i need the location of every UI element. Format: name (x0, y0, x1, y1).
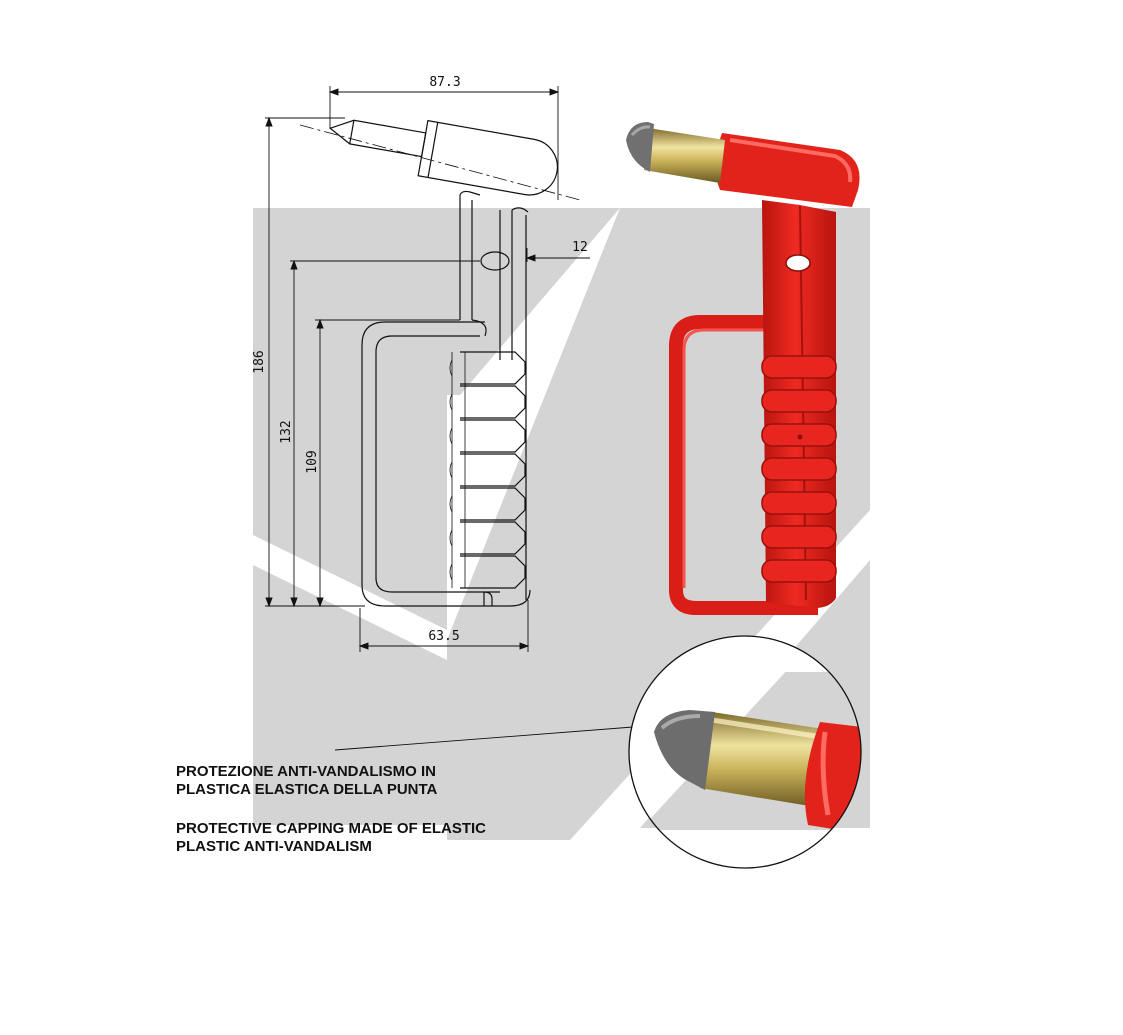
dim-pin-offset: 12 (572, 240, 588, 255)
technical-drawing (299, 119, 581, 607)
red-cap (715, 133, 860, 207)
caption-english: PROTECTIVE CAPPING MADE OF ELASTIC PLAST… (176, 820, 486, 856)
caption-english-line-2: PLASTIC ANTI-VANDALISM (176, 838, 372, 855)
caption-english-line-1: PROTECTIVE CAPPING MADE OF ELASTIC (176, 820, 487, 837)
dim-overall-width: 87.3 (429, 75, 460, 90)
handle-outline (361, 321, 531, 607)
red-handle-loop (669, 315, 818, 615)
caption-italian-line-1: PROTEZIONE ANTI-VANDALISMO IN (176, 763, 436, 780)
red-body-hole (785, 254, 811, 272)
grip-ribs (449, 351, 526, 589)
dim-handle-height: 109 (305, 450, 320, 473)
caption-italian: PROTEZIONE ANTI-VANDALISMO IN PLASTICA E… (176, 763, 437, 799)
hole-outline (480, 251, 510, 271)
dim-hole-to-bottom: 132 (279, 420, 294, 443)
caption-italian-line-2: PLASTICA ELASTICA DELLA PUNTA (176, 781, 438, 798)
body-outline (459, 195, 527, 600)
cap-outline (417, 119, 558, 196)
dimension-lines (265, 86, 634, 751)
metal-pin (644, 128, 725, 183)
dimension-labels: 87.3 12 186 132 109 63.5 (252, 75, 588, 644)
dim-handle-width: 63.5 (428, 629, 459, 644)
centerline (299, 124, 581, 201)
dim-overall-height: 186 (252, 350, 267, 373)
leader-line (334, 726, 634, 751)
red-grip-ribs (761, 355, 837, 583)
product-photo (626, 122, 860, 615)
